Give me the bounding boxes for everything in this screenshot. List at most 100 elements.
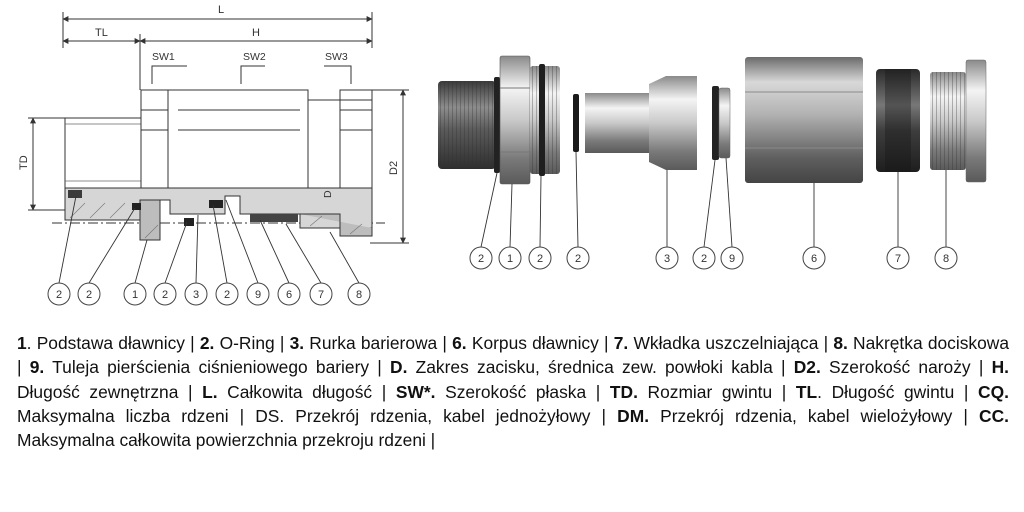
section-callout-label: 1 [132,289,138,301]
legend-key: L. [202,381,218,402]
legend-text: Nakrętka dociskowa | [17,333,1010,378]
legend-text: Długość gwintu | [821,381,969,402]
barrier-tube-cone [649,76,697,170]
pressure-ring-sleeve [718,87,731,159]
legend-item: L. Całkowita długość | [202,382,386,402]
legend-item: 9. Tuleja pierścienia ciśnieniowego bari… [30,357,382,377]
legend-text: Maksymalna liczba rdzeni | [17,405,245,426]
section-callout-label: 7 [318,289,324,301]
exploded-callout-label: 2 [478,253,484,265]
legend-text: Podstawa dławnicy | [31,333,195,353]
legend-key: CC. [979,405,1009,426]
legend-key: 2. [199,333,215,353]
section-callout-circle [47,282,71,306]
legend-key: CQ. [978,381,1009,402]
legend-text: Szerokość płaska | [435,381,601,402]
exploded-callout-circle [528,246,552,270]
section-callout-label: 2 [86,289,92,301]
legend: 1. Podstawa dławnicy | 2. O-Ring | 3. Ru… [17,331,1009,452]
legend-text: O-Ring | [214,333,285,353]
exploded-callout-label: 6 [811,253,817,265]
legend-key: SW*. [395,381,436,402]
legend-item: TD. Rozmiar gwintu | [610,382,786,402]
exploded-callout-label: 2 [701,253,707,265]
section-callouts: 2 2 1 2 3 2 9 6 7 8 [47,282,371,306]
dim-H: H [252,27,260,39]
oring-1 [494,77,500,173]
dim-D2: D2 [388,161,400,175]
section-callout-label: 2 [224,289,230,301]
legend-text: Wkładka uszczelniająca | [628,333,829,353]
dim-TD: TD [18,155,30,170]
legend-text: Długość zewnętrzna | [17,381,193,402]
dim-TL: TL [95,27,108,39]
exploded-callout-circle [934,246,958,270]
legend-key: TD. [609,381,638,402]
exploded-callout-leaders [480,151,947,248]
dim-SW3: SW3 [325,51,348,63]
legend-item: D2. Szerokość naroży | [794,357,984,377]
section-callout-label: 6 [286,289,292,301]
legend-text: Całkowita długość | [217,381,387,402]
nut-thread-pattern [930,72,966,170]
section-drawing [28,12,409,244]
nut-hex [965,59,987,183]
section-callout-circle [215,282,239,306]
legend-key: D2. [793,357,821,378]
legend-item: H. Długość zewnętrzna | [17,357,1009,401]
section-callout-label: 9 [255,289,261,301]
base-hex [499,55,531,185]
legend-key: D. [390,357,408,378]
legend-key: DM. [617,405,650,426]
section-callout-circle [277,282,301,306]
barrier-tube-pipe [585,93,649,153]
legend-item: TL. Długość gwintu | [796,382,969,402]
legend-item: 1. Podstawa dławnicy | [17,333,195,353]
section-callout-label: 8 [356,289,362,301]
legend-text: Korpus dławnicy | [466,333,609,353]
exploded-callout-label: 9 [729,253,735,265]
exploded-callout-circle [802,246,826,270]
dim-L: L [218,4,224,16]
legend-key: H. [991,357,1009,378]
legend-item: CQ. Maksymalna liczba rdzeni | [17,382,1009,426]
section-callout-label: 2 [56,289,62,301]
exploded-callout-label: 3 [664,253,670,265]
sealing-insert [876,69,920,172]
exploded-callout-circle [720,246,744,270]
section-callout-circle [309,282,333,306]
exploded-callout-circle [886,246,910,270]
legend-text: Zakres zacisku, średnica zew. powłoki ka… [407,357,786,378]
exploded-callout-circle [655,246,679,270]
section-callout-circle [184,282,208,306]
legend-item: 7. Wkładka uszczelniająca | [614,333,828,353]
legend-item: DS. Przekrój rdzenia, kabel jednożyłowy … [255,406,606,426]
legend-item: 8. Nakrętka dociskowa | [17,333,1009,377]
oring-2 [539,64,545,176]
legend-key: 1 [17,333,27,353]
exploded-callout-circle [566,246,590,270]
legend-item: 3. Rurka barierowa | [290,333,447,353]
section-callout-label: 2 [162,289,168,301]
legend-item: D. Zakres zacisku, średnica zew. powłoki… [390,357,786,377]
legend-text: Szerokość naroży | [820,357,984,378]
legend-key: TL [795,381,818,402]
legend-key: 6. [452,333,467,353]
section-callout-label: 3 [193,289,199,301]
legend-item: 2. O-Ring | [200,333,285,353]
legend-item: CC. Maksymalna całkowita powierzchnia pr… [17,406,1009,450]
section-callout-circle [153,282,177,306]
legend-sep: . [26,333,32,353]
base-thread-pattern [438,81,496,169]
legend-text: DS. Przekrój rdzenia, kabel jednożyłowy … [255,405,607,426]
oring-4 [712,86,719,160]
legend-text: Rozmiar gwintu | [637,381,787,402]
sealing-insert-groove [885,69,911,172]
gland-body [745,57,863,183]
exploded-callout-label: 2 [575,253,581,265]
exploded-callout-circle [498,246,522,270]
oring-3 [573,94,579,152]
